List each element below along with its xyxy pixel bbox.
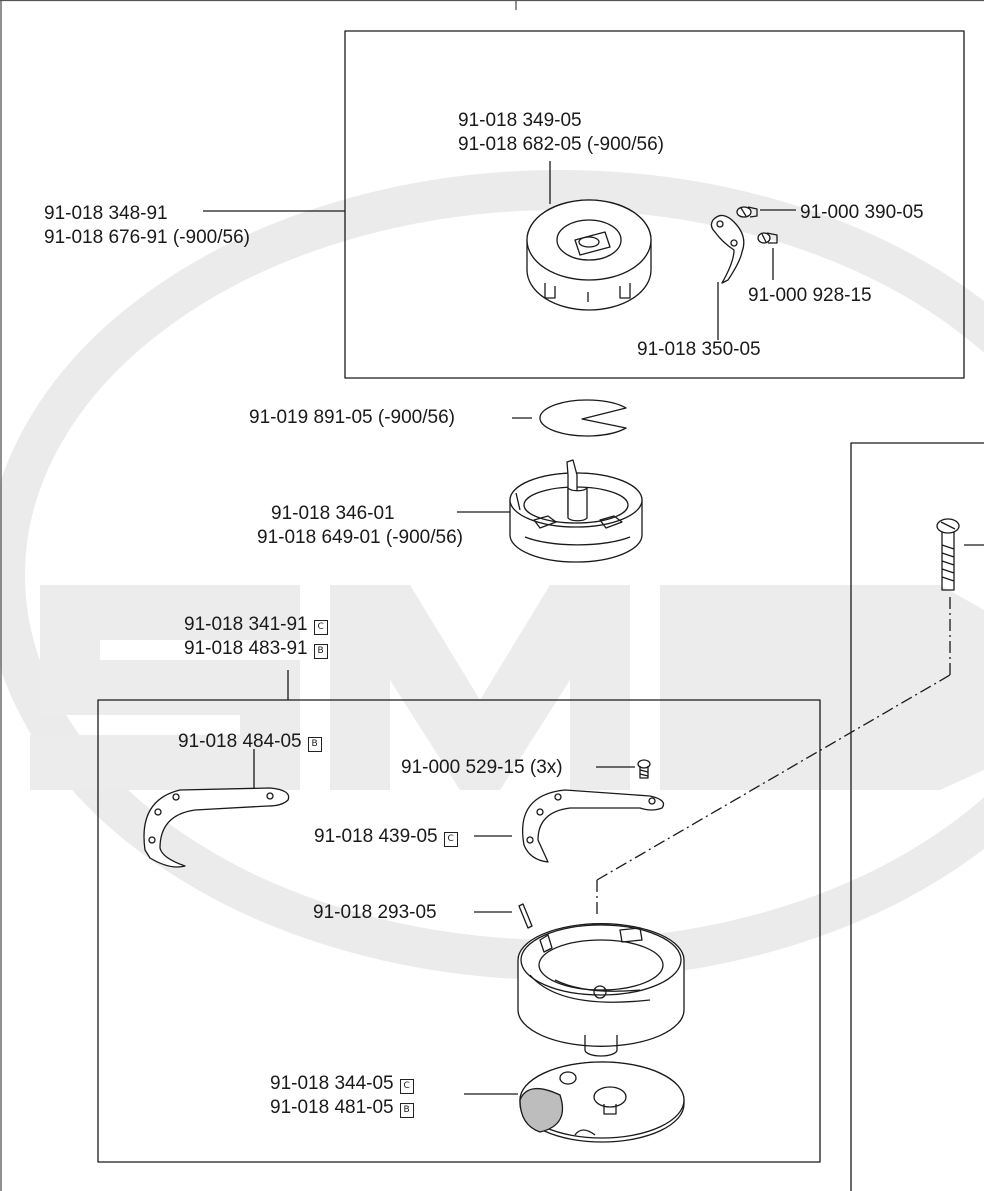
pin-part — [518, 903, 533, 929]
variant-tag-c: C — [313, 620, 328, 635]
bobbin-case-base-part — [509, 459, 643, 563]
gib-484-part — [143, 787, 290, 868]
label-text: 91-018 481-05 — [270, 1097, 394, 1118]
part-label-screw-928: 91-000 928-15 — [748, 285, 872, 306]
variant-tag-b: B — [399, 1103, 414, 1118]
right-partial-box — [850, 442, 984, 1191]
part-label-cover-plate-b: 91-018 481-05 B — [270, 1097, 414, 1119]
variant-tag-c: C — [443, 832, 458, 847]
label-text: 91-018 439-05 — [314, 826, 438, 847]
part-label-c-washer: 91-019 891-05 (-900/56) — [249, 407, 455, 428]
bobbin-case-part — [526, 199, 652, 311]
hook-body-part — [517, 923, 685, 1057]
part-label-gib-439: 91-018 439-05 C — [314, 826, 458, 848]
part-label-bobbin-case-assembly: 91-018 348-91 — [44, 203, 168, 224]
label-text: 91-018 344-05 — [270, 1073, 394, 1094]
label-text: 91-018 484-05 — [178, 731, 302, 752]
part-label-screw-529: 91-000 529-15 (3x) — [401, 757, 563, 778]
part-label-bobbin-case: 91-018 349-05 — [458, 110, 582, 131]
part-label-cover-plate-c: 91-018 344-05 C — [270, 1073, 414, 1095]
screw-390-part — [736, 206, 758, 218]
screw-529-part — [637, 759, 651, 779]
part-label-bobbin-case-alt: 91-018 682-05 (-900/56) — [458, 134, 664, 155]
part-label-hook-assembly-b: 91-018 483-91 B — [184, 638, 328, 660]
part-label-bobbin-case-base-alt: 91-018 649-01 (-900/56) — [257, 527, 463, 548]
part-label-screw-390: 91-000 390-05 — [800, 202, 924, 223]
c-washer-part — [539, 399, 627, 437]
cover-plate-part — [519, 1061, 685, 1143]
hook-assembly-box — [97, 699, 821, 1163]
tension-spring-part — [710, 214, 745, 284]
part-label-gib-484: 91-018 484-05 B — [178, 731, 322, 753]
bobbin-case-assembly-box — [344, 30, 965, 379]
label-text: 91-018 341-91 — [184, 614, 308, 635]
long-screw-part — [936, 518, 960, 591]
part-label-pin: 91-018 293-05 — [313, 902, 437, 923]
gib-439-part — [522, 789, 665, 863]
variant-tag-b: B — [307, 737, 322, 752]
part-label-bobbin-case-assembly-alt: 91-018 676-91 (-900/56) — [44, 227, 250, 248]
variant-tag-c: C — [399, 1079, 414, 1094]
variant-tag-b: B — [313, 644, 328, 659]
part-label-bobbin-case-base: 91-018 346-01 — [271, 503, 395, 524]
label-text: 91-018 483-91 — [184, 638, 308, 659]
screw-928-part — [757, 232, 778, 244]
part-label-tension-spring: 91-018 350-05 — [637, 339, 761, 360]
part-label-hook-assembly-c: 91-018 341-91 C — [184, 614, 328, 636]
